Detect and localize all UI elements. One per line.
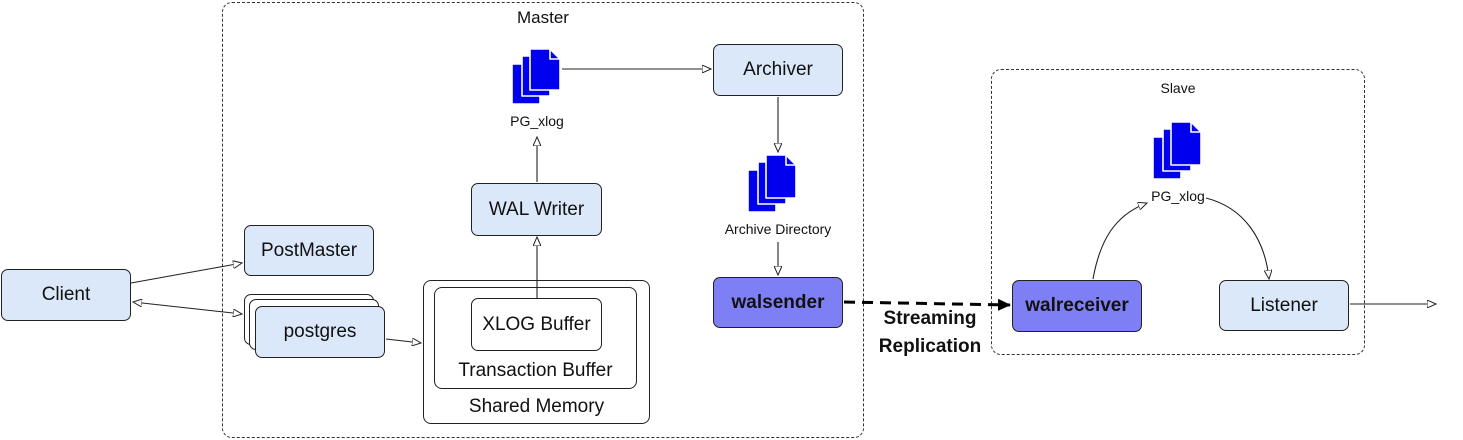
streaming-replication-line2: Replication: [878, 336, 982, 357]
walreceiver-node: walreceiver: [1012, 280, 1142, 332]
listener-node: Listener: [1219, 280, 1349, 331]
xlog-buffer-node: XLOG Buffer: [471, 298, 602, 351]
streaming-replication-line1: Streaming: [883, 308, 977, 329]
slave-pg-xlog-label: PG_xlog: [1151, 188, 1205, 204]
master-pg-xlog-icon: [511, 48, 561, 105]
postmaster-node: PostMaster: [244, 225, 374, 276]
postgres-node: postgres: [255, 306, 385, 358]
edge-streaming-replication: [843, 298, 1011, 311]
edge-walreceiver-pg-xlog: [1092, 203, 1147, 280]
shared-memory-label: Shared Memory: [468, 396, 605, 417]
edge-postgres-shared-memory: [385, 339, 421, 343]
archiver-node: Archiver: [713, 44, 843, 96]
edge-pg-xlog-listener: [1205, 197, 1269, 279]
master-pg-xlog-label: PG_xlog: [510, 113, 564, 129]
edge-client-postmaster: [130, 263, 242, 284]
master-region: [222, 2, 864, 438]
edge-client-postgres: [133, 302, 242, 314]
slave-pg-xlog-icon: [1152, 121, 1202, 180]
wal-writer-node: WAL Writer: [471, 183, 602, 236]
streaming-replication-label: Streaming Replication: [870, 305, 990, 361]
slave-region-title: Slave: [1160, 80, 1196, 96]
slave-region: [991, 69, 1365, 355]
archive-directory-label: Archive Directory: [724, 221, 832, 237]
client-node: Client: [1, 269, 131, 321]
archive-directory-icon: [747, 154, 797, 213]
walsender-node: walsender: [713, 277, 843, 328]
transaction-buffer-label: Transaction Buffer: [458, 360, 613, 381]
master-region-title: Master: [517, 8, 569, 27]
